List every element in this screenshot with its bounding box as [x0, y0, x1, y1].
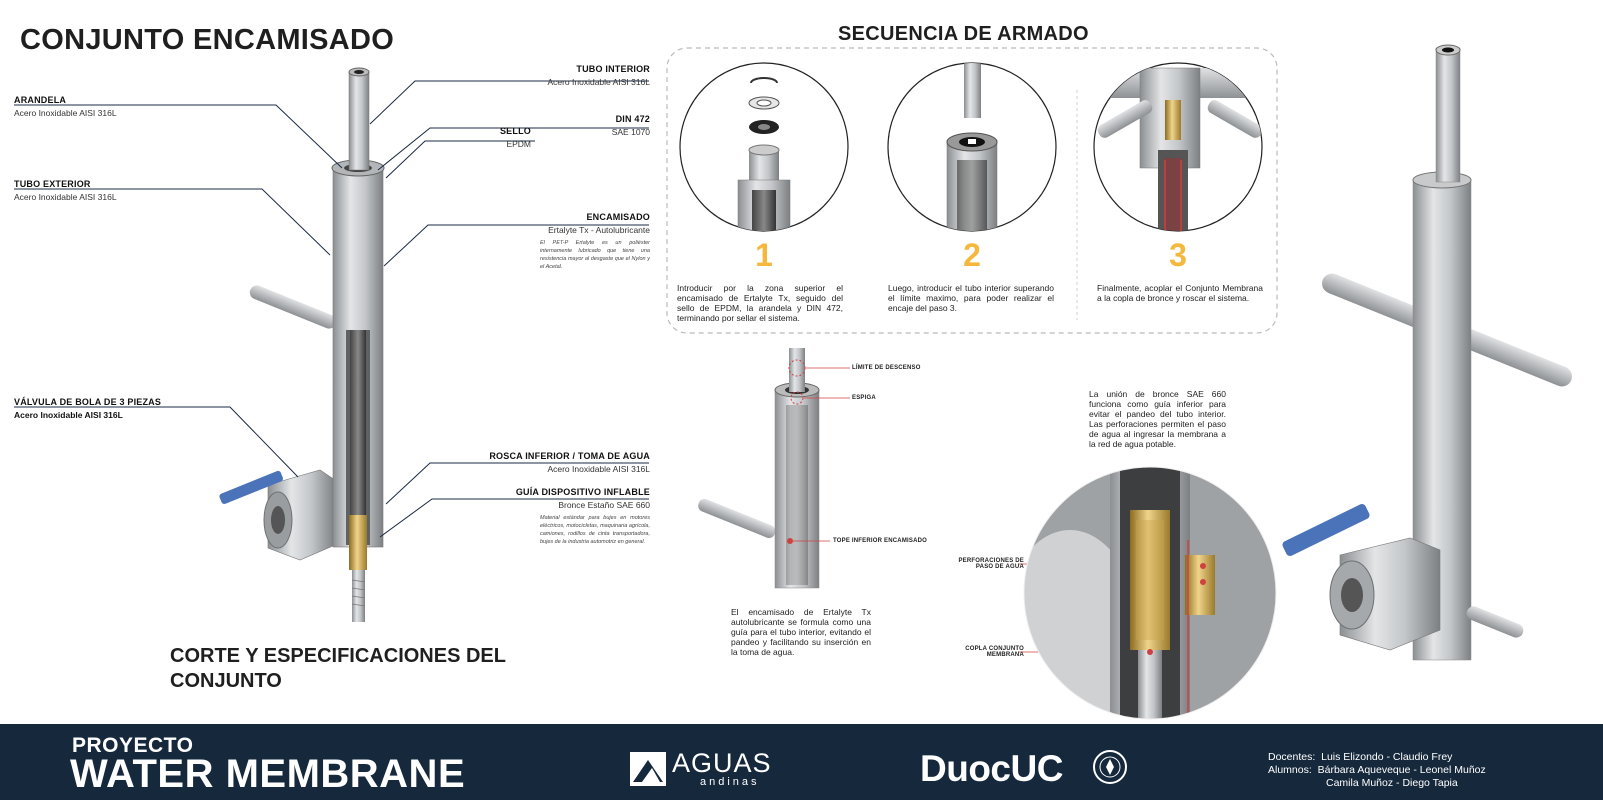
label-title: TUBO INTERIOR: [576, 64, 650, 74]
leader-lines: [14, 80, 649, 538]
label-spec: Acero Inoxidable AISI 316L: [14, 410, 123, 420]
step-1-number: 1: [755, 237, 773, 273]
label-rosca: ROSCA INFERIOR / TOMA DE AGUA Acero Inox…: [489, 451, 650, 474]
label-title: GUÍA DISPOSITIVO INFLABLE: [515, 487, 650, 497]
step-3-illustration: [1093, 62, 1263, 232]
sleeve-detail: [698, 348, 820, 589]
anno-copla: COPLA CONJUNTO MEMBRANA: [940, 646, 1024, 658]
anno-line: PERFORACIONES DE: [958, 558, 1024, 564]
step-3-text: Finalmente, acoplar el Conjunto Membrana…: [1097, 283, 1263, 303]
label-tubo-interior: TUBO INTERIOR Acero Inoxidable AISI 316L: [547, 64, 650, 87]
docentes-label: Docentes:: [1268, 751, 1316, 763]
anno-line: MEMBRANA: [986, 652, 1024, 658]
full-assembly-render: [1282, 44, 1572, 661]
footer-credits: Docentes: Luis Elizondo - Claudio Frey A…: [1268, 751, 1486, 790]
cutaway-assembly: [219, 67, 385, 622]
section-title: SECUENCIA DE ARMADO: [838, 23, 1089, 45]
main-title: CONJUNTO ENCAMISADO: [20, 24, 395, 56]
anno-line: COPLA CONJUNTO: [965, 646, 1024, 652]
anno-espiga: ESPIGA: [852, 395, 876, 401]
label-sello: SELLO EPDM: [500, 126, 531, 149]
step-2-number: 2: [963, 237, 981, 273]
label-title: ROSCA INFERIOR / TOMA DE AGUA: [489, 451, 650, 461]
label-guia: GUÍA DISPOSITIVO INFLABLE Bronce Estaño …: [516, 487, 650, 546]
sequence-panel: [666, 47, 1278, 334]
label-spec: Acero Inoxidable AISI 316L: [547, 464, 650, 474]
label-spec: Bronce Estaño SAE 660: [558, 500, 650, 510]
label-title: DIN 472: [615, 114, 650, 124]
para-union-bronce: La unión de bronce SAE 660 funciona como…: [1089, 389, 1226, 449]
footer-project-name: WATER MEMBRANE: [70, 752, 466, 796]
step-2-illustration: [887, 62, 1057, 232]
step-1-text: Introducir por la zona superior el encam…: [677, 283, 843, 323]
docentes-names: Luis Elizondo - Claudio Frey: [1321, 751, 1453, 763]
anno-perforaciones: PERFORACIONES DE PASO DE AGUA: [940, 558, 1024, 570]
label-note: El PET-P Ertalyte es un poliéster intern…: [540, 240, 650, 270]
anno-limite: LÍMITE DE DESCENSO: [852, 365, 921, 371]
aguas-andinas-logo: AGUAS: [672, 748, 772, 778]
label-tubo-exterior: TUBO EXTERIOR Acero Inoxidable AISI 316L: [14, 179, 117, 202]
label-spec: Acero Inoxidable AISI 316L: [14, 192, 117, 202]
label-spec: EPDM: [506, 139, 531, 149]
alumnos-names-1: Bárbara Aqueveque - Leonel Muñoz: [1317, 764, 1486, 776]
label-title: ENCAMISADO: [586, 212, 650, 222]
university-seal-icon: [1093, 750, 1127, 784]
step-1-illustration: [679, 62, 849, 232]
label-arandela: ARANDELA Acero Inoxidable AISI 316L: [14, 95, 117, 118]
brass-joint-detail: [1023, 466, 1277, 720]
label-din: DIN 472 SAE 1070: [612, 114, 650, 137]
label-spec: Acero Inoxidable AISI 316L: [547, 77, 650, 87]
label-valvula: VÁLVULA DE BOLA DE 3 PIEZAS Acero Inoxid…: [14, 397, 161, 420]
alumnos-label: Alumnos:: [1268, 764, 1312, 776]
label-title: TUBO EXTERIOR: [14, 179, 91, 189]
footer-proyecto: PROYECTO: [72, 734, 194, 757]
corte-title: CORTE Y ESPECIFICACIONES DEL CONJUNTO: [170, 645, 506, 692]
label-title: VÁLVULA DE BOLA DE 3 PIEZAS: [14, 397, 162, 407]
aguas-andinas-logo-icon: [630, 752, 666, 786]
anno-tope: TOPE INFERIOR ENCAMISADO: [833, 538, 928, 544]
aguas-andinas-subtitle: andinas: [700, 776, 760, 788]
label-title: SELLO: [499, 126, 531, 136]
step-2-text: Luego, introducir el tubo interior super…: [888, 283, 1054, 313]
step-3-number: 3: [1169, 237, 1187, 273]
label-title: ARANDELA: [14, 95, 67, 105]
label-encamisado: ENCAMISADO Ertalyte Tx - Autolubricante …: [540, 212, 650, 271]
duoc-uc-logo: DuocUC: [920, 748, 1063, 789]
anno-line: PASO DE AGUA: [975, 564, 1024, 570]
alumnos-names-2: Camila Muñoz - Diego Tapia: [1326, 777, 1458, 789]
para-encamisado: El encamisado de Ertalyte Tx autolubrica…: [731, 607, 871, 657]
footer-bar: [0, 724, 1603, 800]
label-spec: Acero Inoxidable AISI 316L: [14, 108, 117, 118]
label-spec: Ertalyte Tx - Autolubricante: [548, 225, 650, 235]
label-note: Material estándar para bujes en motores …: [540, 515, 650, 545]
label-spec: SAE 1070: [611, 127, 650, 137]
